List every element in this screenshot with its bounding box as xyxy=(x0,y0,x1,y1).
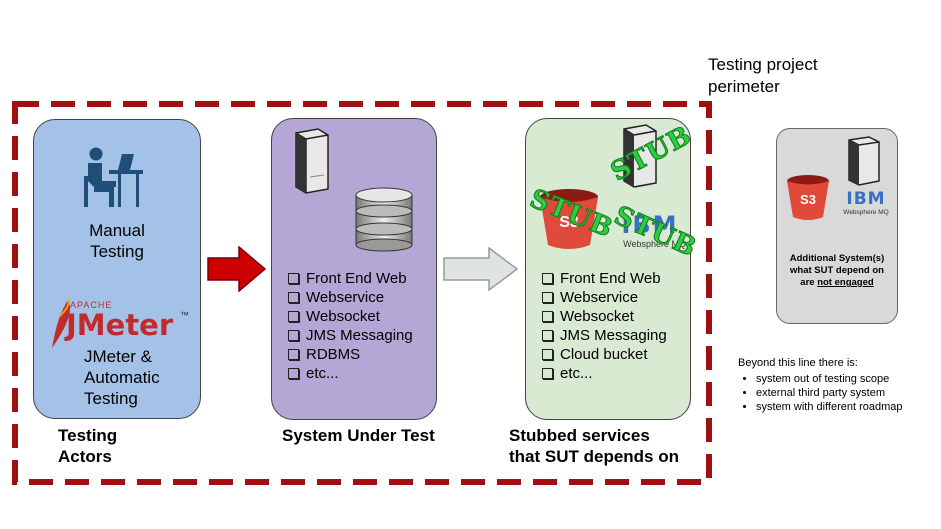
s3-label: S3 xyxy=(800,192,816,207)
system-under-test-box: Front End Web Webservice Websocket JMS M… xyxy=(271,118,437,420)
perimeter-label-line2: perimeter xyxy=(708,77,780,96)
list-item: JMS Messaging xyxy=(542,326,667,345)
manual-testing-label: Manual Testing xyxy=(34,220,200,262)
perimeter-label: Testing project perimeter xyxy=(708,54,868,98)
list-item: Webservice xyxy=(542,288,667,307)
checkbox-icon xyxy=(542,349,553,360)
jmeter-line2: Automatic xyxy=(84,368,160,387)
list-item: Webservice xyxy=(288,288,413,307)
ibm-label: IBM xyxy=(621,211,679,239)
list-item: etc... xyxy=(288,364,413,383)
ibm-websphere-icon: IBM Websphere MQ xyxy=(837,189,895,216)
beyond-title: Beyond this line there is: xyxy=(738,357,858,369)
list-item: RDBMS xyxy=(288,345,413,364)
testing-actors-caption: Testing Actors xyxy=(58,425,117,467)
websphere-mq-label: Websphere MQ xyxy=(843,209,889,216)
checkbox-icon xyxy=(288,292,299,303)
checkbox-icon xyxy=(288,330,299,341)
light-arrow-icon xyxy=(443,247,519,291)
perimeter-label-line1: Testing project xyxy=(708,55,818,74)
checkbox-icon xyxy=(542,330,553,341)
s3-bucket-icon: S3 xyxy=(540,189,598,249)
server-icon xyxy=(848,136,880,186)
list-item: JMS Messaging xyxy=(288,326,413,345)
list-item: Front End Web xyxy=(542,269,667,288)
checkbox-icon xyxy=(542,311,553,322)
person-at-desk-icon xyxy=(84,147,143,207)
sut-list: Front End Web Webservice Websocket JMS M… xyxy=(288,269,413,383)
beyond-list: system out of testing scope external thi… xyxy=(738,372,938,414)
jmeter-line3: Testing xyxy=(84,389,138,408)
checkbox-icon xyxy=(288,273,299,284)
actors-caption-line2: Actors xyxy=(58,447,112,466)
external-note-line3: are not engaged xyxy=(800,277,874,288)
testing-actors-box: Manual Testing APACHE JMeter ™ JMeter & … xyxy=(33,119,201,419)
list-item: external third party system xyxy=(756,386,938,400)
list-item: etc... xyxy=(542,364,667,383)
stubbed-caption: Stubbed services that SUT depends on xyxy=(509,425,679,467)
checkbox-icon xyxy=(288,368,299,379)
jmeter-line1: JMeter & xyxy=(84,347,153,366)
list-item: Front End Web xyxy=(288,269,413,288)
stubbed-caption-line1: Stubbed services xyxy=(509,426,650,445)
checkbox-icon xyxy=(542,273,553,284)
list-item: system out of testing scope xyxy=(756,372,938,386)
stubbed-list: Front End Web Webservice Websocket JMS M… xyxy=(542,269,667,383)
jmeter-logo-small: APACHE xyxy=(70,300,113,310)
list-item: system with different roadmap xyxy=(756,400,938,414)
checkbox-icon xyxy=(542,292,553,303)
manual-line2: Testing xyxy=(90,242,144,261)
external-systems-box: S3 IBM Websphere MQ Additional System(s)… xyxy=(776,128,898,324)
list-item: Websocket xyxy=(288,307,413,326)
database-icon xyxy=(355,187,413,252)
checkbox-icon xyxy=(288,349,299,360)
red-arrow-icon xyxy=(207,246,267,292)
stubbed-services-box: S3 IBM Websphere MQ STUB STUB STUB Front… xyxy=(525,118,702,420)
jmeter-logo-tm: ™ xyxy=(180,310,189,320)
ibm-websphere-icon: IBM Websphere MQ xyxy=(614,211,686,249)
list-item: Cloud bucket xyxy=(542,345,667,364)
external-note-line2: what SUT depend on xyxy=(790,265,884,276)
feather-icon xyxy=(52,299,71,348)
jmeter-logo-main: JMeter xyxy=(66,308,174,342)
list-item: Websocket xyxy=(542,307,667,326)
websphere-mq-label: Websphere MQ xyxy=(623,239,686,249)
s3-label: S3 xyxy=(559,214,579,231)
sut-caption: System Under Test xyxy=(282,426,435,445)
external-note-line1: Additional System(s) xyxy=(789,253,885,264)
external-note: Additional System(s) what SUT depend on … xyxy=(777,253,897,289)
jmeter-logo: APACHE JMeter ™ xyxy=(46,298,196,350)
checkbox-icon xyxy=(542,368,553,379)
testing-perimeter-border xyxy=(12,101,712,485)
ibm-label: IBM xyxy=(846,189,886,209)
beyond-line-note: Beyond this line there is: system out of… xyxy=(738,356,938,414)
stubbed-caption-line2: that SUT depends on xyxy=(509,447,679,466)
server-icon xyxy=(295,128,329,194)
server-icon xyxy=(623,124,657,188)
manual-line1: Manual xyxy=(89,221,145,240)
s3-bucket-icon: S3 xyxy=(787,175,829,220)
actors-caption-line1: Testing xyxy=(58,426,118,445)
checkbox-icon xyxy=(288,311,299,322)
jmeter-automatic-label: JMeter & Automatic Testing xyxy=(84,346,160,409)
